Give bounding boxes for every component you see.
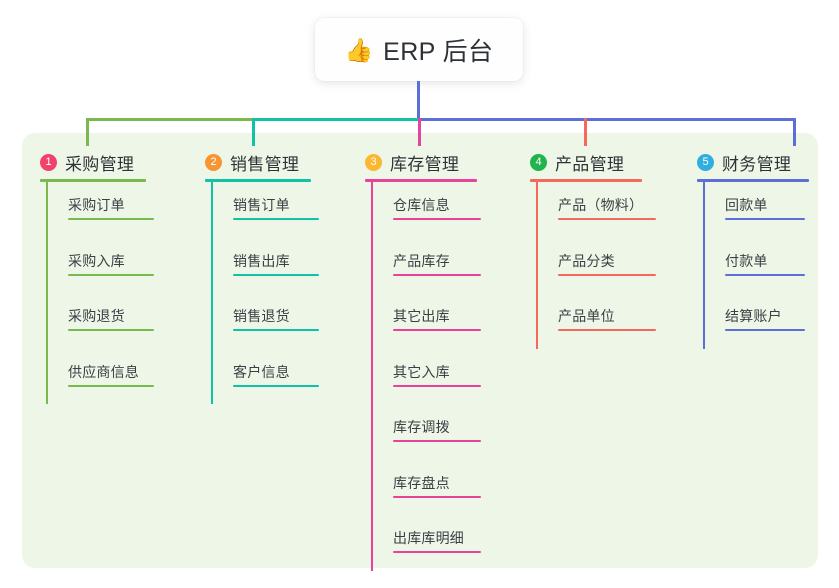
leaf-label: 仓库信息: [393, 197, 450, 213]
column-title: 采购管理: [65, 154, 135, 174]
column-产品管理: 4 产品管理产品（物料） 产品分类产品单位: [530, 145, 656, 349]
trunk-stem: [417, 81, 420, 121]
leaf-label: 结算账户: [725, 308, 782, 324]
leaf-label: 销售订单: [233, 197, 290, 213]
column-spine: [536, 182, 538, 349]
leaf-label: 产品库存: [393, 252, 450, 269]
column-title-underline: [205, 179, 311, 182]
leaf-underline: [393, 273, 481, 276]
leaf-underline: [233, 273, 319, 276]
leaf-label: 销售退货: [233, 308, 290, 324]
leaf-underline: [393, 551, 481, 553]
column-title-underline: [365, 179, 477, 182]
leaf-underline: [393, 329, 481, 331]
column-header-1[interactable]: 1 采购管理: [40, 145, 146, 182]
leaf-underline: [558, 273, 656, 276]
leaf-label: 库存盘点: [393, 474, 450, 491]
trunk-bus-segment-1: [86, 118, 253, 121]
leaf-label: 产品单位: [558, 308, 615, 324]
leaf-label: 产品分类: [558, 252, 615, 269]
leaf-underline: [393, 495, 481, 498]
leaf-underline: [68, 329, 154, 331]
column-index-badge: 1: [40, 153, 57, 171]
column-index-badge: 3: [365, 153, 382, 171]
column-spine: [703, 182, 705, 349]
leaf-label: 产品（物料）: [558, 197, 644, 213]
leaf-label: 采购退货: [68, 308, 125, 324]
thumbs-up-icon: 👍: [344, 37, 374, 63]
column-header-2[interactable]: 2 销售管理: [205, 145, 311, 182]
column-header-4[interactable]: 4 产品管理: [530, 145, 642, 182]
column-title-underline: [530, 179, 642, 182]
leaf-label: 其它入库: [393, 363, 450, 380]
trunk-drop-1: [86, 118, 89, 146]
column-spine: [371, 182, 373, 571]
leaf-label: 其它出库: [393, 308, 450, 324]
leaf-label: 销售出库: [233, 252, 290, 269]
column-销售管理: 2 销售管理销售订单销售出库销售退货客户信息: [205, 145, 319, 404]
column-header-5[interactable]: 5 财务管理: [697, 145, 809, 182]
leaf-label: 采购入库: [68, 252, 125, 269]
leaf-label: 付款单: [725, 252, 768, 269]
leaf-underline: [233, 329, 319, 331]
column-title-underline: [697, 179, 809, 182]
leaf-underline: [68, 218, 154, 220]
column-库存管理: 3 库存管理仓库信息产品库存其它出库其它入库库存调拨库存盘点出库库明细: [365, 145, 481, 571]
root-node-content: 👍 ERP 后台: [345, 32, 494, 68]
column-title: 财务管理: [722, 154, 792, 174]
leaf-underline: [68, 384, 154, 387]
leaf-underline: [393, 384, 481, 387]
leaf-label: 库存调拨: [393, 419, 450, 435]
leaf-underline: [233, 218, 319, 220]
trunk-drop-5: [793, 118, 796, 146]
leaf-underline: [558, 329, 656, 331]
leaf-label: 出库库明细: [393, 530, 464, 546]
leaf-underline: [558, 218, 656, 220]
column-index-badge: 5: [697, 153, 714, 171]
leaf-label: 回款单: [725, 197, 768, 213]
column-采购管理: 1 采购管理采购订单采购入库采购退货供应商信息: [40, 145, 154, 404]
trunk-drop-4: [584, 118, 587, 146]
leaf-label: 客户信息: [233, 363, 290, 380]
root-node-title: ERP 后台: [383, 37, 494, 66]
leaf-underline: [725, 273, 805, 276]
leaf-underline: [393, 440, 481, 442]
leaf-underline: [393, 218, 481, 220]
trunk-drop-2: [252, 118, 255, 146]
column-title: 销售管理: [230, 154, 300, 174]
trunk-bus-segment-2: [252, 118, 419, 121]
column-spine: [211, 182, 213, 404]
leaf-underline: [233, 384, 319, 387]
column-spine: [46, 182, 48, 404]
column-title: 产品管理: [555, 154, 625, 174]
leaf-underline: [68, 273, 154, 276]
leaf-underline: [725, 329, 805, 331]
column-title: 库存管理: [390, 154, 460, 174]
column-index-badge: 2: [205, 153, 222, 171]
trunk-bus-segment-3: [418, 118, 794, 121]
column-index-badge: 4: [530, 153, 547, 171]
leaf-label: 采购订单: [68, 197, 125, 213]
root-node[interactable]: 👍 ERP 后台: [315, 18, 523, 81]
leaf-label: 供应商信息: [68, 363, 139, 380]
column-header-3[interactable]: 3 库存管理: [365, 145, 477, 182]
column-财务管理: 5 财务管理回款单付款单结算账户: [697, 145, 809, 349]
column-title-underline: [40, 179, 146, 182]
trunk-drop-3: [418, 118, 421, 146]
leaf-underline: [725, 218, 805, 220]
